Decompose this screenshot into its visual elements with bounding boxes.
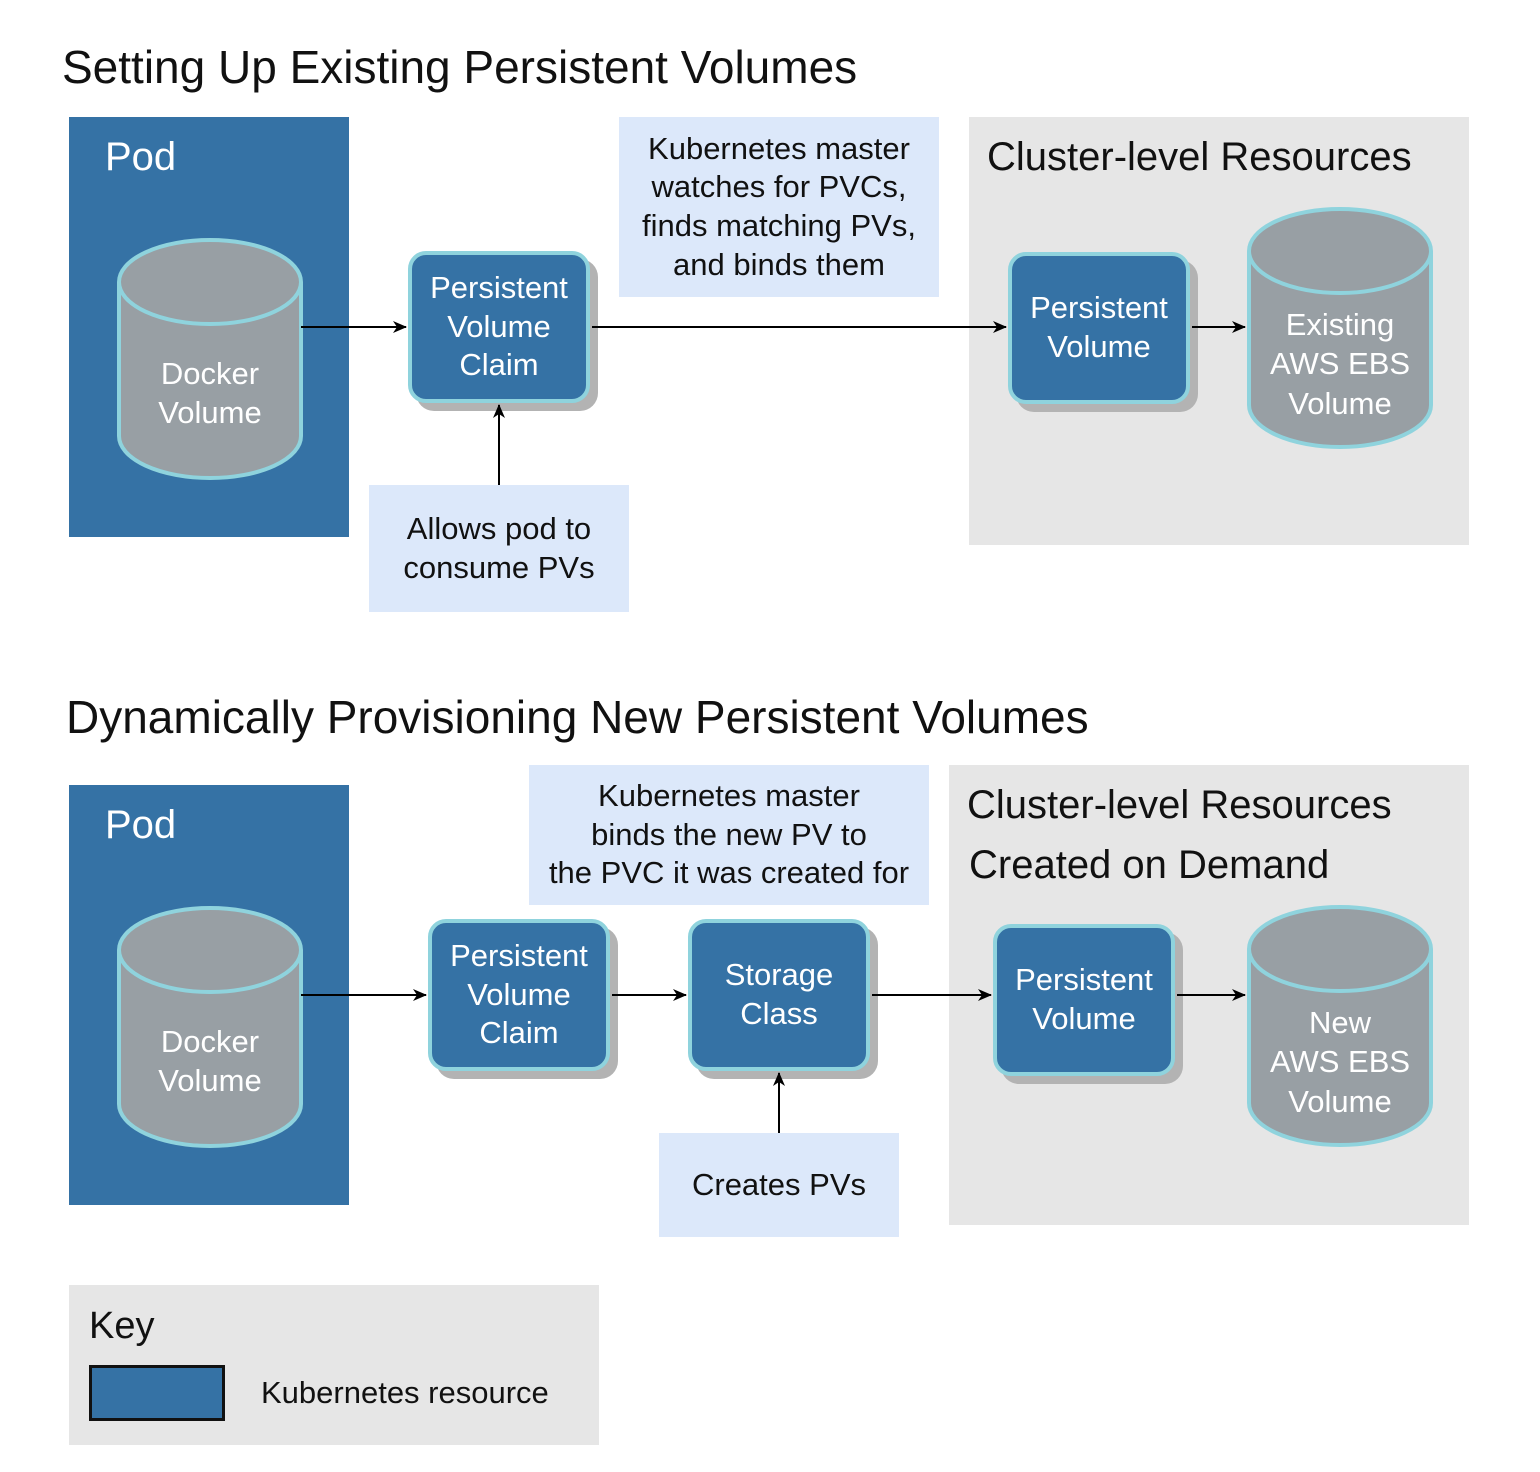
bottom-storage-class-label: Storage Class	[724, 957, 834, 1031]
bottom-section-title: Dynamically Provisioning New Persistent …	[66, 691, 1089, 743]
bottom-docker-volume-label: Docker Volume	[158, 1024, 262, 1099]
top-pv-box: Persistent Volume	[1008, 252, 1190, 404]
key-title: Key	[89, 1305, 155, 1347]
top-pvc-label: Persistent Volume Claim	[430, 269, 568, 383]
bottom-master-note-text: Kubernetes master binds the new PV to th…	[548, 777, 910, 891]
bottom-pv-label: Persistent Volume	[1015, 962, 1153, 1036]
bottom-pod-label: Pod	[105, 803, 177, 847]
bottom-storage-note-text: Creates PVs	[691, 1166, 866, 1202]
top-docker-volume-cylinder: Docker Volume	[117, 236, 303, 482]
bottom-ebs-cylinder: New AWS EBS Volume	[1247, 903, 1433, 1149]
bottom-pv-box: Persistent Volume	[993, 924, 1175, 1076]
bottom-pvc-box: Persistent Volume Claim	[428, 919, 610, 1071]
bottom-storage-note: Creates PVs	[659, 1133, 899, 1237]
top-master-note-text: Kubernetes master watches for PVCs, find…	[642, 130, 916, 282]
top-docker-volume-label: Docker Volume	[158, 356, 262, 431]
top-pv-label: Persistent Volume	[1030, 290, 1168, 364]
key-legend: Key Kubernetes resource	[69, 1285, 599, 1445]
bottom-storage-class-box: Storage Class	[688, 919, 870, 1071]
top-pvc-box: Persistent Volume Claim	[408, 251, 590, 403]
bottom-master-note: Kubernetes master binds the new PV to th…	[529, 765, 929, 905]
top-section-title: Setting Up Existing Persistent Volumes	[62, 41, 858, 93]
bottom-pvc-label: Persistent Volume Claim	[450, 937, 588, 1051]
bottom-docker-volume-cylinder: Docker Volume	[117, 904, 303, 1150]
key-resource-label: Kubernetes resource	[261, 1375, 549, 1410]
key-resource-swatch	[89, 1365, 225, 1421]
top-pvc-note-text: Allows pod to consume PVs	[403, 510, 595, 585]
top-pvc-note: Allows pod to consume PVs	[369, 485, 629, 612]
top-ebs-label: Existing AWS EBS Volume	[1269, 307, 1411, 421]
bottom-cluster-label-1: Cluster-level Resources	[967, 783, 1392, 827]
top-cluster-label: Cluster-level Resources	[987, 135, 1412, 179]
top-ebs-cylinder: Existing AWS EBS Volume	[1247, 205, 1433, 451]
bottom-ebs-label: New AWS EBS Volume	[1269, 1005, 1411, 1119]
top-pod-label: Pod	[105, 135, 177, 179]
top-master-note: Kubernetes master watches for PVCs, find…	[619, 117, 939, 297]
bottom-cluster-label-2: Created on Demand	[969, 843, 1330, 887]
